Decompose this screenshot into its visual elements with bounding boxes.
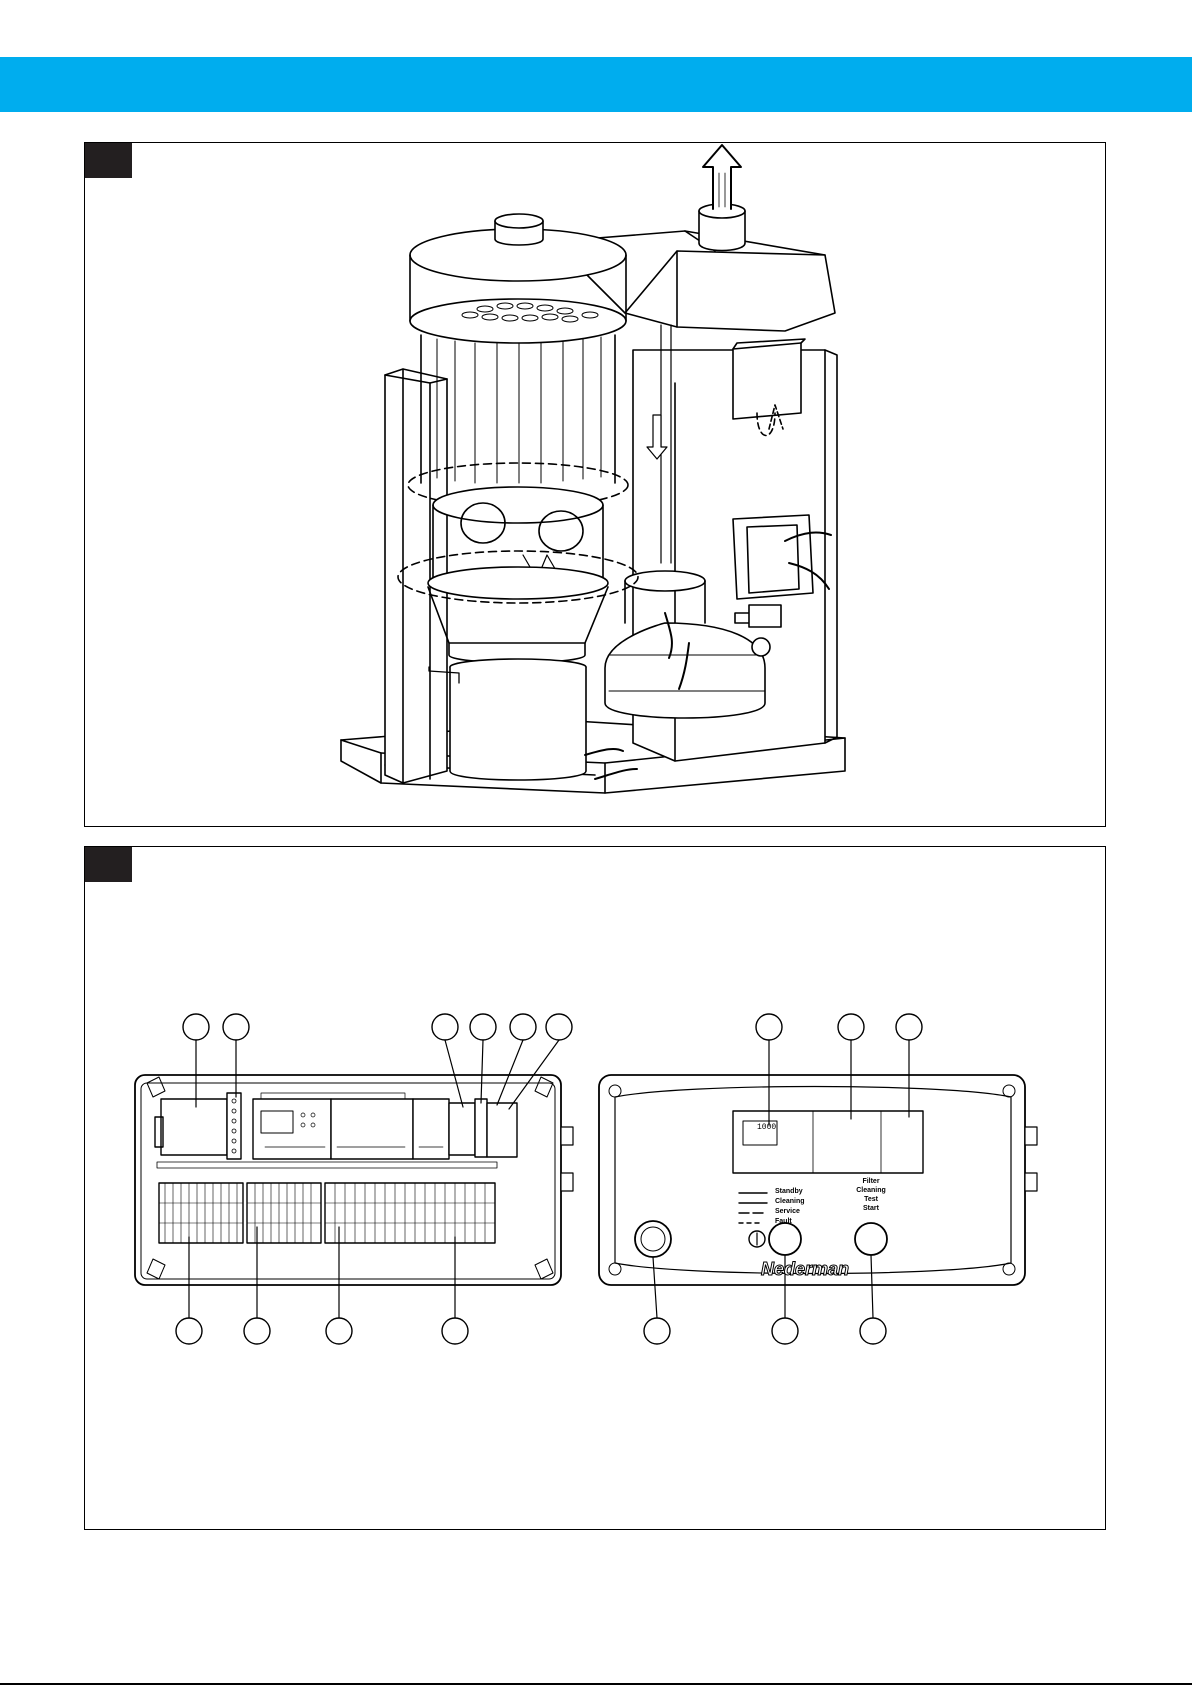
status-legend: Standby Cleaning Service Fault	[775, 1187, 805, 1227]
label-filter: Filter	[849, 1177, 893, 1186]
electrical-cabinet-illustration	[85, 847, 1105, 1529]
plc-display-text: 1000	[757, 1123, 776, 1132]
legend-service: Service	[775, 1207, 805, 1217]
label-cleaning: Cleaning	[849, 1186, 893, 1195]
legend-standby: Standby	[775, 1187, 805, 1197]
label-start: Start	[849, 1204, 893, 1213]
label-test: Test	[849, 1195, 893, 1204]
figure-2-panel: 1000 Standby Cleaning Service Fault Filt…	[84, 846, 1106, 1530]
brand-logo: Nederman	[761, 1259, 849, 1280]
legend-cleaning: Cleaning	[775, 1197, 805, 1207]
legend-fault: Fault	[775, 1217, 805, 1227]
figure-1-panel	[84, 142, 1106, 827]
filter-button-label: Filter Cleaning Test Start	[849, 1177, 893, 1213]
dust-collector-illustration	[85, 143, 1105, 826]
header-color-bar	[0, 57, 1192, 112]
